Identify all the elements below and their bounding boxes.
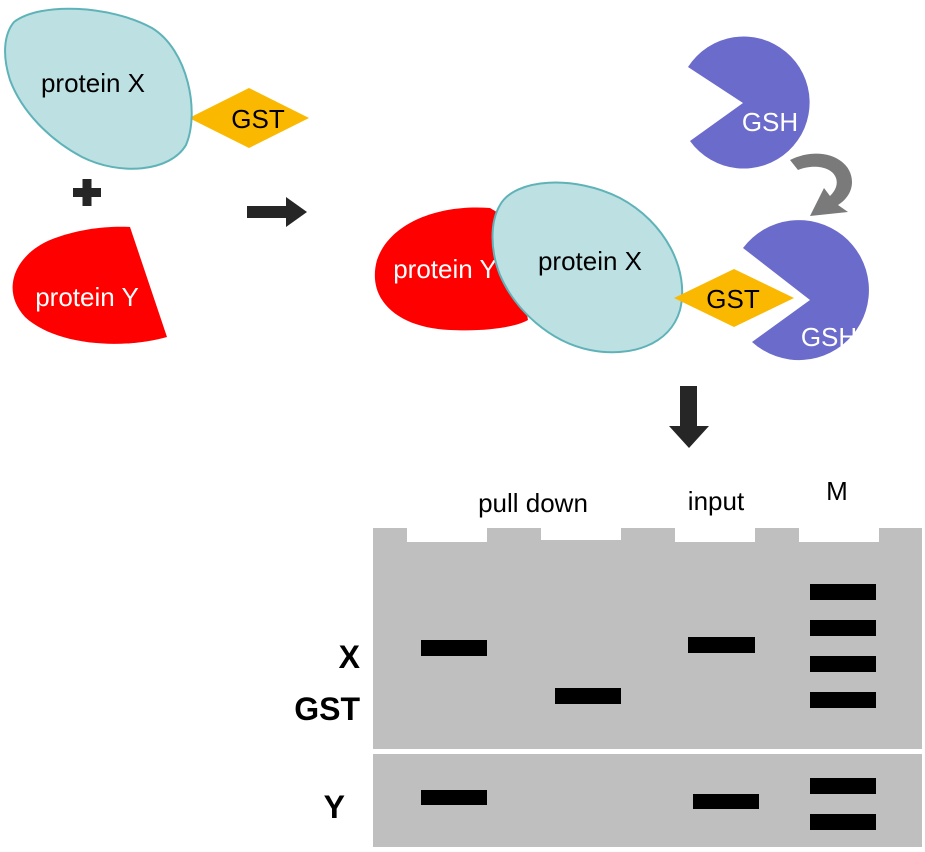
band-input-y — [693, 794, 759, 809]
plus-icon — [73, 179, 101, 206]
marker-band — [810, 778, 876, 794]
gel-top-panel — [373, 528, 922, 749]
marker-band — [810, 584, 876, 600]
marker-band — [810, 692, 876, 708]
protein-y-right — [374, 207, 528, 331]
gst-tag-left — [189, 88, 309, 148]
gsh-free — [688, 36, 810, 169]
left-reactants: GST protein X protein Y — [4, 7, 309, 344]
gsh-free-label: GSH — [742, 107, 798, 137]
curved-arrow-icon — [790, 153, 852, 216]
lane-header-input: input — [688, 486, 745, 516]
lane-header-marker: M — [826, 476, 848, 506]
band-pulldown-x — [421, 640, 487, 656]
protein-y-label-left: protein Y — [35, 282, 139, 312]
gst-label-left: GST — [231, 104, 285, 134]
protein-y-left — [12, 226, 168, 344]
gsh-bound-label: GSH — [801, 322, 857, 352]
row-label-gst: GST — [294, 691, 360, 727]
lane-header-pull-down: pull down — [478, 488, 588, 518]
marker-band — [810, 814, 876, 830]
gsh-bound — [743, 220, 869, 361]
protein-x-label-left: protein X — [41, 68, 145, 98]
protein-x-left — [4, 7, 193, 170]
band-pulldown-gst — [555, 688, 621, 704]
marker-band — [810, 620, 876, 636]
protein-y-label-right: protein Y — [393, 254, 497, 284]
protein-x-right — [491, 181, 684, 354]
gst-label-right: GST — [706, 284, 760, 314]
gst-tag-right — [674, 269, 794, 327]
row-label-y: Y — [324, 789, 345, 825]
band-input-x — [688, 637, 755, 653]
marker-band — [810, 656, 876, 672]
right-arrow-icon — [247, 197, 307, 227]
row-label-x: X — [339, 639, 361, 675]
down-arrow-icon — [669, 386, 709, 448]
band-pulldown-y — [421, 790, 487, 805]
gel: pull down input M X GST Y — [294, 476, 922, 847]
right-complex: GSH GSH protein Y protein X GST — [374, 36, 869, 361]
protein-x-label-right: protein X — [538, 246, 642, 276]
